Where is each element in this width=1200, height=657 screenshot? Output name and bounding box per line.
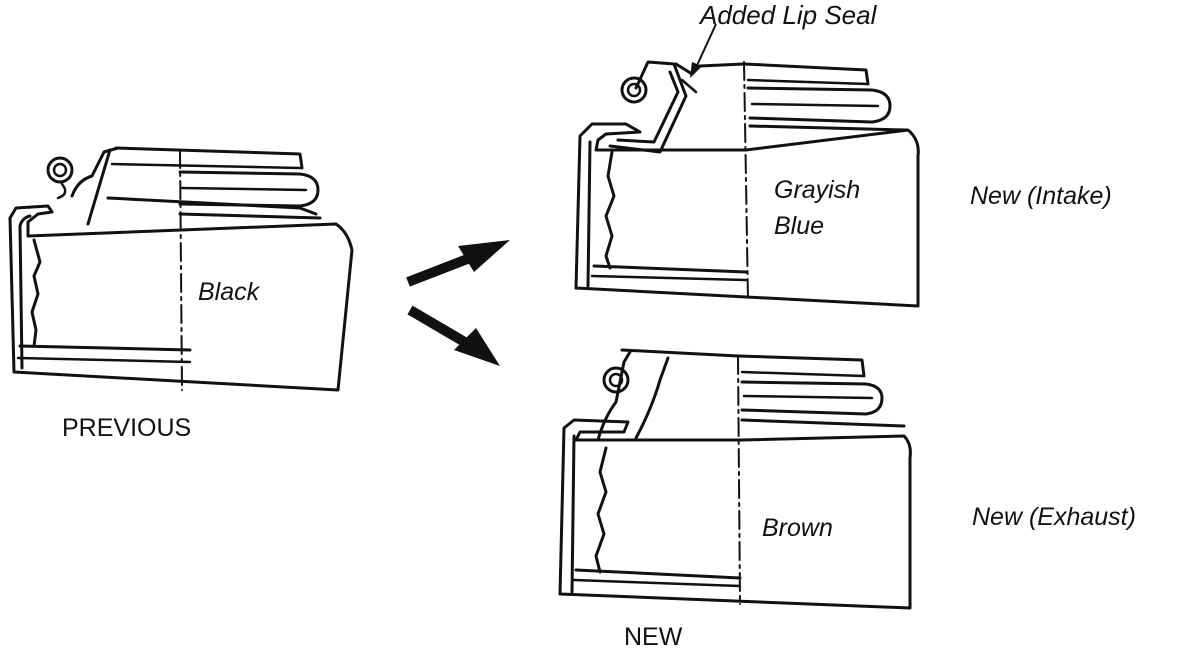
arrow-to-exhaust — [407, 305, 500, 366]
exhaust-seal-color-label: Brown — [762, 514, 833, 542]
exhaust-seal-drawing — [558, 348, 912, 610]
added-lip-seal-callout: Added Lip Seal — [700, 0, 877, 30]
exhaust-side-label: New (Exhaust) — [972, 503, 1136, 531]
intake-seal-color-label-line2: Blue — [774, 212, 825, 240]
intake-seal-drawing — [574, 23, 920, 308]
new-caption: NEW — [624, 623, 683, 651]
intake-side-label: New (Intake) — [970, 182, 1112, 210]
arrow-to-intake — [406, 240, 510, 287]
previous-seal-color-label: Black — [198, 278, 260, 306]
previous-caption: PREVIOUS — [62, 414, 192, 442]
previous-seal-drawing — [8, 146, 354, 392]
intake-seal-color-label-line1: Grayish — [774, 176, 861, 204]
